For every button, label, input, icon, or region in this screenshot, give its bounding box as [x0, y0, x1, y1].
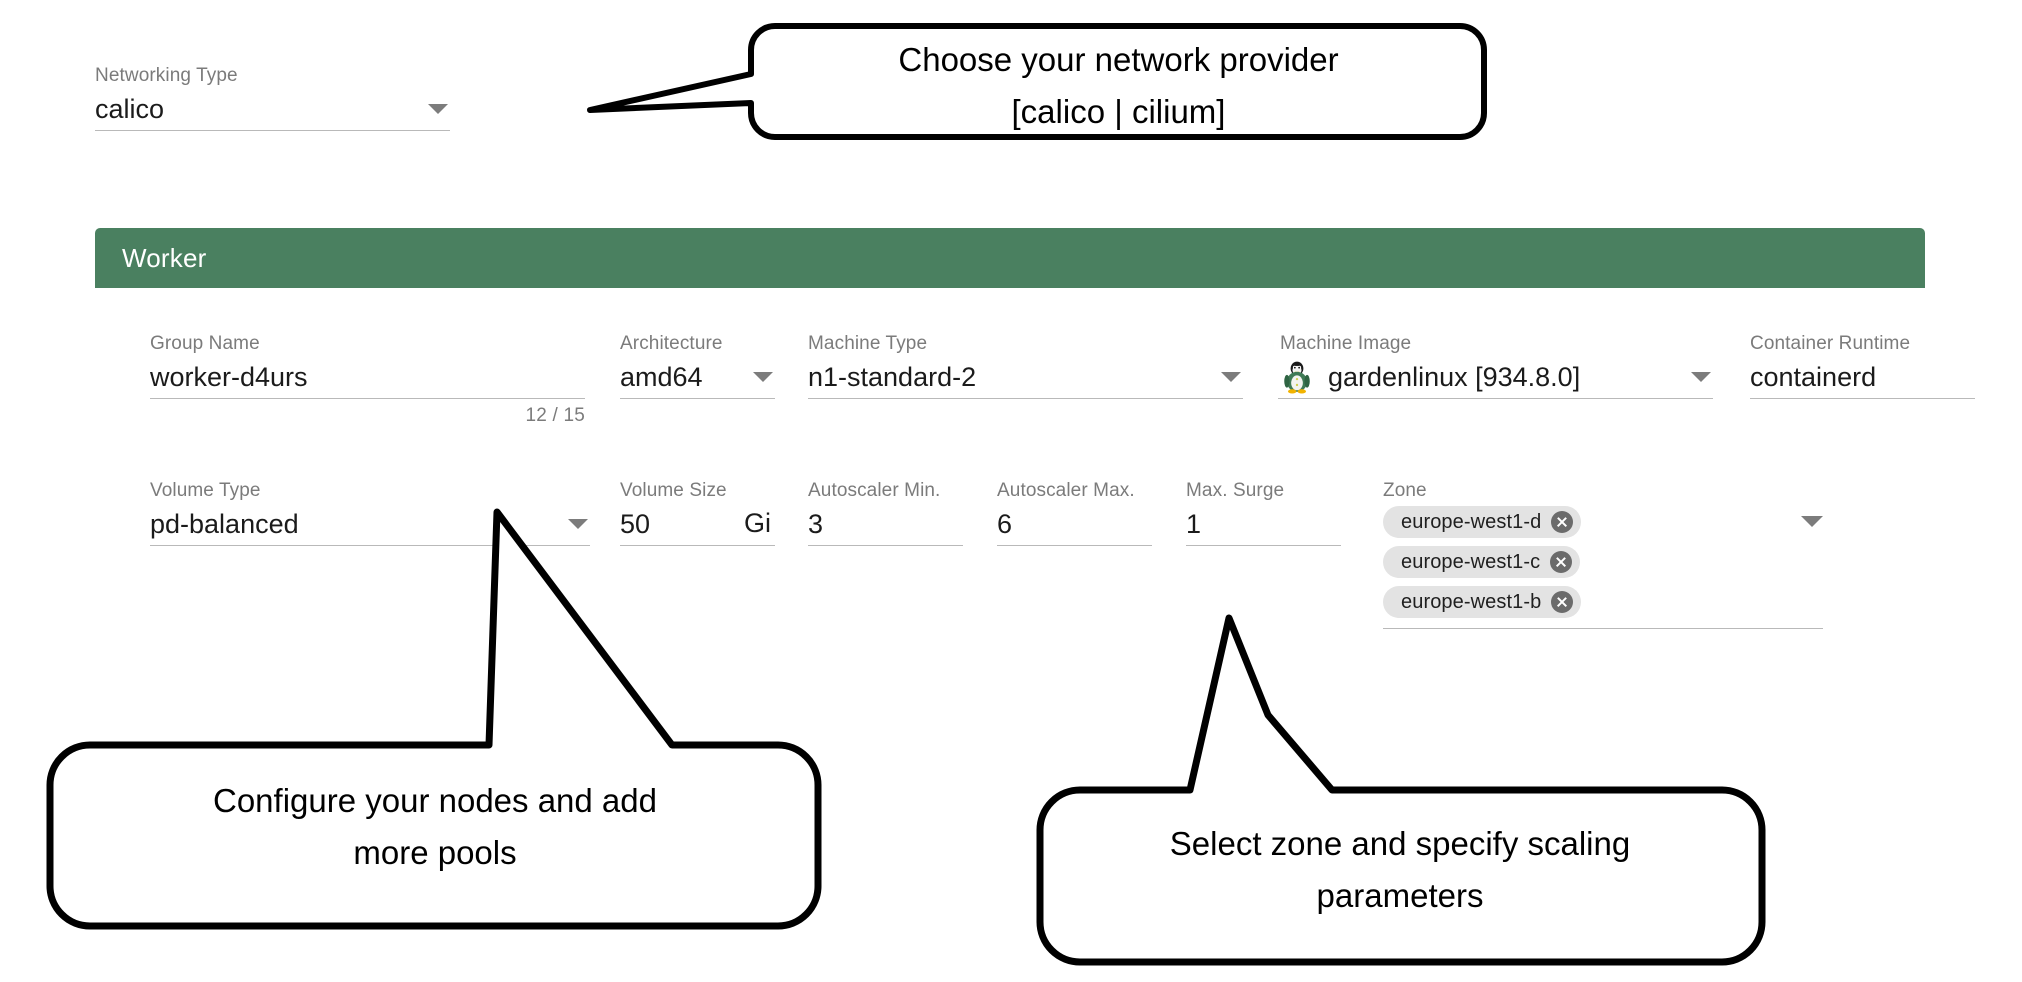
volume-type-field[interactable]: Volume Type pd-balanced	[150, 480, 590, 546]
networking-type-label: Networking Type	[95, 65, 238, 86]
machine-image-value: gardenlinux [934.8.0]	[1328, 361, 1581, 392]
zone-chip[interactable]: europe-west1-b	[1383, 586, 1582, 618]
remove-zone-icon[interactable]	[1550, 551, 1573, 573]
networking-type-field[interactable]: Networking Type calico	[95, 65, 450, 131]
zone-chip-label: europe-west1-c	[1401, 550, 1541, 573]
architecture-value: amd64	[620, 361, 703, 392]
volume-size-unit: Gi	[744, 508, 771, 538]
autoscaler-max-label: Autoscaler Max.	[997, 480, 1135, 501]
machine-image-label: Machine Image	[1280, 333, 1412, 354]
zone-multiselect[interactable]: europe-west1-d europe-west1-c europe-wes…	[1383, 502, 1823, 629]
zone-chip[interactable]: europe-west1-d	[1383, 506, 1582, 538]
networking-type-value: calico	[95, 93, 165, 124]
autoscaler-max-field[interactable]: Autoscaler Max. 6	[997, 480, 1152, 546]
zone-chip-list: europe-west1-d europe-west1-c europe-wes…	[1383, 502, 1787, 618]
chevron-down-icon[interactable]	[568, 518, 588, 529]
group-name-field[interactable]: Group Name worker-d4urs 12 / 15	[150, 333, 585, 427]
volume-type-label: Volume Type	[150, 480, 261, 501]
architecture-label: Architecture	[620, 333, 723, 354]
chevron-down-icon[interactable]	[1221, 371, 1241, 382]
machine-type-value: n1-standard-2	[808, 361, 977, 392]
zone-chip-label: europe-west1-d	[1401, 510, 1542, 533]
zone-field[interactable]: Zone europe-west1-d europe-west1-c europ…	[1383, 480, 1823, 629]
tux-penguin-icon	[1280, 360, 1314, 394]
zone-callout-text: Select zone and specify scaling paramete…	[1169, 825, 1631, 914]
volume-size-label: Volume Size	[620, 480, 727, 501]
max-surge-label: Max. Surge	[1186, 480, 1285, 501]
container-runtime-value: containerd	[1750, 361, 1877, 392]
machine-type-field[interactable]: Machine Type n1-standard-2	[808, 333, 1243, 399]
machine-type-select[interactable]: n1-standard-2	[808, 355, 1243, 399]
volume-size-value: 50	[620, 508, 651, 539]
worker-section-title: Worker	[122, 242, 207, 273]
networking-type-select[interactable]: calico	[95, 87, 450, 131]
container-runtime-input[interactable]: containerd	[1750, 355, 1975, 399]
volume-size-field[interactable]: Volume Size 50 Gi	[620, 480, 775, 546]
architecture-select[interactable]: amd64	[620, 355, 775, 399]
nodes-callout-text: Configure your nodes and add more pools	[213, 782, 657, 871]
machine-image-field[interactable]: Machine Image	[1278, 333, 1713, 399]
autoscaler-min-value: 3	[808, 508, 824, 539]
machine-image-select[interactable]: gardenlinux [934.8.0]	[1278, 355, 1713, 399]
zone-chip[interactable]: europe-west1-c	[1383, 546, 1581, 578]
group-name-counter: 12 / 15	[525, 405, 585, 426]
group-name-label: Group Name	[150, 333, 260, 354]
chevron-down-icon[interactable]	[428, 103, 448, 114]
zone-chip-label: europe-west1-b	[1401, 590, 1542, 613]
max-surge-value: 1	[1186, 508, 1202, 539]
remove-zone-icon[interactable]	[1551, 511, 1574, 533]
worker-section-header: Worker	[95, 228, 1925, 288]
volume-type-value: pd-balanced	[150, 508, 299, 539]
zone-label: Zone	[1383, 480, 1427, 501]
autoscaler-max-value: 6	[997, 508, 1013, 539]
chevron-down-icon[interactable]	[1691, 371, 1711, 382]
volume-size-input[interactable]: 50 Gi	[620, 502, 775, 546]
max-surge-field[interactable]: Max. Surge 1	[1186, 480, 1341, 546]
container-runtime-field[interactable]: Container Runtime containerd	[1750, 333, 1975, 399]
container-runtime-label: Container Runtime	[1750, 333, 1911, 354]
group-name-value: worker-d4urs	[150, 361, 308, 392]
autoscaler-min-field[interactable]: Autoscaler Min. 3	[808, 480, 963, 546]
chevron-down-icon[interactable]	[1801, 516, 1823, 527]
max-surge-input[interactable]: 1	[1186, 502, 1341, 546]
networking-callout-text: Choose your network provider [calico | c…	[898, 41, 1339, 130]
group-name-input[interactable]: worker-d4urs	[150, 355, 585, 399]
autoscaler-min-input[interactable]: 3	[808, 502, 963, 546]
machine-type-label: Machine Type	[808, 333, 928, 354]
autoscaler-min-label: Autoscaler Min.	[808, 480, 941, 501]
chevron-down-icon[interactable]	[753, 371, 773, 382]
architecture-field[interactable]: Architecture amd64	[620, 333, 775, 399]
autoscaler-max-input[interactable]: 6	[997, 502, 1152, 546]
remove-zone-icon[interactable]	[1551, 591, 1574, 613]
volume-type-select[interactable]: pd-balanced	[150, 502, 590, 546]
